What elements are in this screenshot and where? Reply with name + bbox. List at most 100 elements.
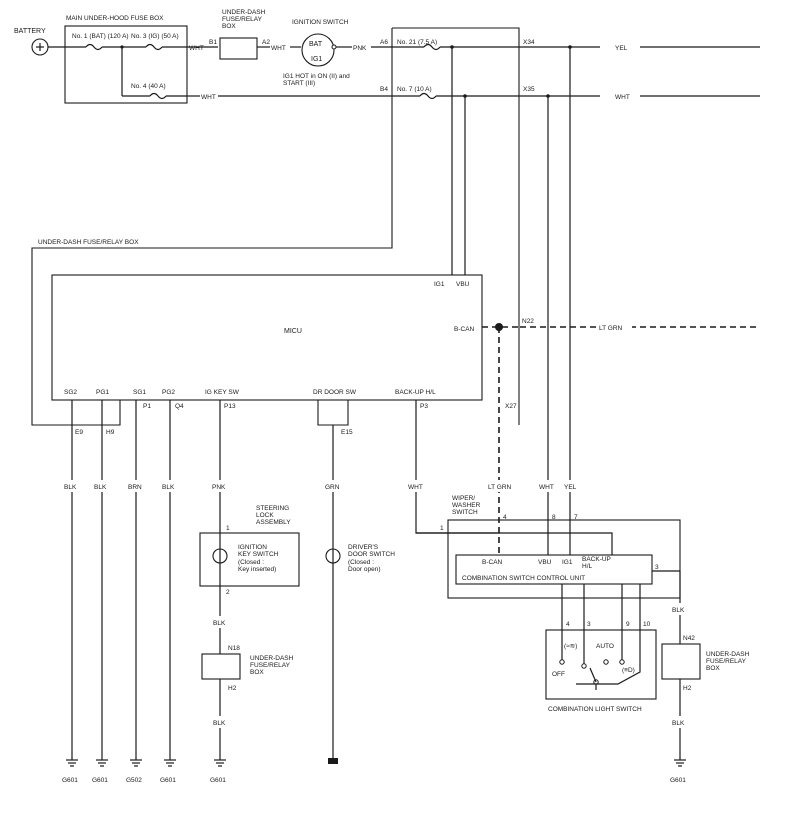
pin-b4: B4 [380, 86, 388, 93]
wiper-1: WIPER/ [452, 495, 475, 502]
steering-lock-pin2: 2 [226, 589, 230, 596]
underdash-n18-2: FUSE/RELAY [250, 662, 291, 669]
pin-h9: H9 [106, 429, 115, 436]
wiper-washer-switch: WIPER/ WASHER SWITCH 1 4 8 7 3 B-CAN VBU… [440, 495, 681, 599]
ground-label: G601 [160, 777, 176, 784]
ground-label: G601 [92, 777, 108, 784]
micu-pg2: PG2 [162, 389, 175, 396]
underdash-top-line2: FUSE/RELAY [222, 16, 263, 23]
fuse-no21-symbol [423, 43, 441, 51]
pin-n42: N42 [683, 635, 695, 642]
wire-color-yel-7: YEL [564, 484, 577, 491]
pin-n22: N22 [522, 318, 534, 325]
wire-color-wht-2: WHT [201, 94, 216, 101]
pin-b1: B1 [209, 39, 217, 46]
wire-color-blk-h9: BLK [94, 484, 107, 491]
micu-unit: MICU IG1 VBU B-CAN SG2 PG1 SG1 PG2 IG KE… [51, 274, 483, 401]
light-switch-wiper [589, 667, 597, 683]
underdash-n18-3: BOX [250, 669, 264, 676]
cls-parking-sym: (≈≋) [564, 643, 577, 650]
ground-label: G601 [62, 777, 78, 784]
battery: BATTERY [14, 28, 49, 56]
wiper-pin1: 1 [440, 525, 444, 532]
pin-e9: E9 [75, 429, 83, 436]
pin-h2-left: H2 [228, 685, 237, 692]
wiper-3: SWITCH [452, 509, 478, 516]
cls-label: COMBINATION LIGHT SWITCH [548, 706, 642, 713]
ground-icon [674, 759, 686, 767]
wiper-pin8: 8 [552, 514, 556, 521]
micu-ig-key-sw: IG KEY SW [205, 389, 240, 396]
fuse-no4-label: No. 4 (40 A) [131, 83, 166, 90]
fuse-no7-symbol [419, 92, 437, 100]
wire-color-wht-8: WHT [539, 484, 554, 491]
fuse-no3-label: No. 3 (IG) (50 A) [131, 33, 179, 40]
wire-color-brn-p1: BRN [128, 484, 142, 491]
pin-h2-right: H2 [683, 685, 692, 692]
wire-color-grn-e15: GRN [325, 484, 340, 491]
wire-color-wht-out: WHT [615, 94, 630, 101]
underdash-fuse-box-main: UNDER-DASH FUSE/RELAY BOX A6 B4 No. 21 (… [31, 27, 535, 426]
main-underhood-fuse-box: MAIN UNDER-HOOD FUSE BOX No. 1 (BAT) (12… [64, 15, 188, 104]
underdash-n42-2: FUSE/RELAY [706, 658, 747, 665]
steering-lock-pin1: 1 [226, 525, 230, 532]
micu-pg1: PG1 [96, 389, 109, 396]
underdash-fuse-box-n18: N18 H2 UNDER-DASH FUSE/RELAY BOX [201, 645, 294, 692]
cscu-bcan: B-CAN [482, 559, 503, 566]
ground-icon [164, 759, 176, 767]
cls-off: OFF [552, 671, 565, 678]
ground-icon [328, 758, 338, 764]
wiper-pin4: 4 [503, 514, 507, 521]
wire-color-pnk-p13: PNK [212, 484, 226, 491]
ground-label: G502 [126, 777, 142, 784]
ign-key-sw-2: KEY SWITCH [238, 551, 279, 558]
pin-x34: X34 [523, 39, 535, 46]
wire-color-blk-n42: BLK [672, 720, 685, 727]
wire-color-pnk: PNK [353, 45, 367, 52]
cscu-label: COMBINATION SWITCH CONTROL UNIT [462, 575, 585, 582]
cls-auto: AUTO [596, 643, 614, 650]
micu-label: MICU [284, 328, 302, 335]
wire-color-blk-n18: BLK [213, 720, 226, 727]
pin-p1: P1 [143, 403, 151, 410]
steering-lock-2: LOCK [256, 512, 274, 519]
ground-icon [130, 759, 142, 767]
fuse-no1-label: No. 1 (BAT) (120 A) [72, 33, 129, 40]
wire-color-blk-key-sw: BLK [213, 620, 226, 627]
ign-key-sw-3: (Closed : [238, 559, 264, 566]
wire-color-yel-out: YEL [615, 45, 628, 52]
cls-pin10: 10 [643, 621, 651, 628]
ground-label: G601 [210, 777, 226, 784]
ignition-switch-label: IGNITION SWITCH [292, 19, 349, 26]
cls-pin3: 3 [587, 621, 591, 628]
combination-light-switch: 4 3 9 10 (≈≋) AUTO OFF (≡D) COMBINATION … [545, 621, 657, 713]
wiper-pin3: 3 [655, 564, 659, 571]
underdash-fuse-box-n42: N42 H2 UNDER-DASH FUSE/RELAY BOX [661, 635, 750, 692]
wire-color-lt-grn-out: LT GRN [599, 325, 623, 332]
ig1-note-1: IG1 HOT in ON (II) and [283, 73, 350, 80]
door-sw-2: DOOR SWITCH [348, 551, 395, 558]
underdash-top-line3: BOX [222, 23, 236, 30]
ign-key-sw-4: Key inserted) [238, 566, 276, 573]
micu-sg1: SG1 [133, 389, 146, 396]
cls-pin9: 9 [626, 621, 630, 628]
fuse-no21-label: No. 21 (7.5 A) [397, 39, 437, 46]
micu-vbu: VBU [456, 281, 470, 288]
ground-icon [214, 759, 226, 767]
ig-sw-ig1: IG1 [311, 56, 322, 63]
underdash-n42-1: UNDER-DASH [706, 651, 750, 658]
wire-color-blk-q4: BLK [162, 484, 175, 491]
underdash-fuse-box-top: UNDER-DASH FUSE/RELAY BOX B1 A2 [209, 9, 270, 60]
underdash-main-label: UNDER-DASH FUSE/RELAY BOX [38, 239, 139, 246]
micu-sg2: SG2 [64, 389, 77, 396]
ground-symbols: G601 G601 G502 G601 G601 G601 [62, 758, 686, 784]
cscu-backup-1: BACK-UP [582, 556, 611, 563]
ig-sw-bat: BAT [309, 41, 323, 48]
fuse-no3-symbol [145, 43, 163, 51]
cscu-backup-2: H/L [582, 563, 593, 570]
cls-headlights-sym: (≡D) [622, 667, 635, 674]
micu-backup-hl: BACK-UP H/L [395, 389, 436, 396]
cscu-vbu: VBU [538, 559, 552, 566]
wire-color-blk-3: BLK [672, 607, 685, 614]
